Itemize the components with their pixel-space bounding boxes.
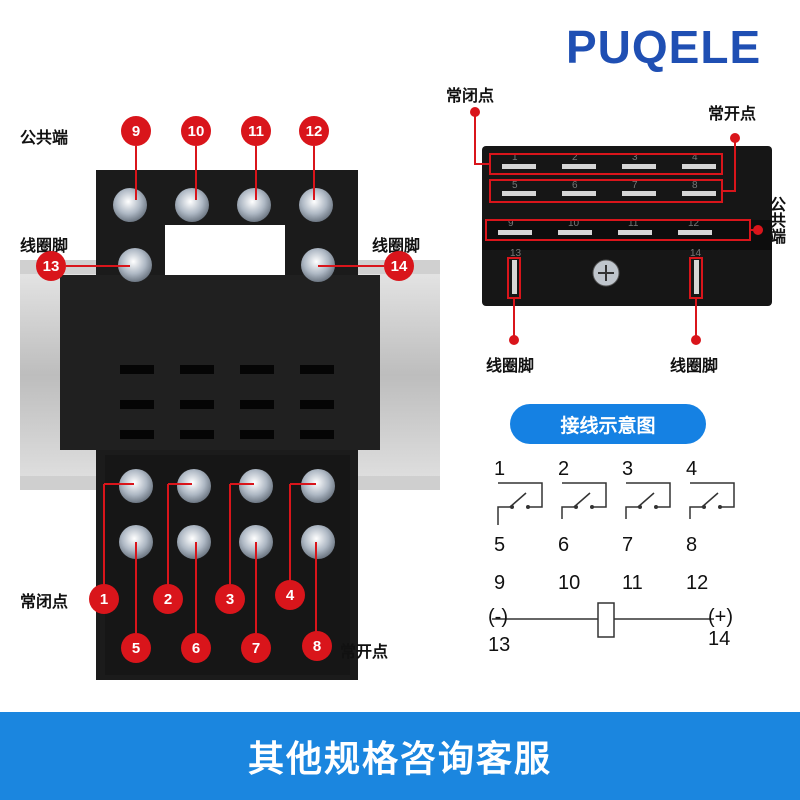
pin-num-13: 13 [510,248,522,259]
wiring-num-4: 4 [686,458,698,480]
wiring-num-7: 7 [622,534,634,556]
pin-num-7: 7 [632,180,638,191]
pin-num-9: 9 [508,218,514,229]
wiring-num-11: 11 [622,572,643,594]
wiring-num-10: 10 [558,572,581,594]
label-common-right: 公共端 [767,196,786,244]
brand-logo: PUQELE [566,21,762,73]
wiring-num-1: 1 [494,458,506,480]
terminal-badge-12: 12 [299,116,329,146]
terminal-badge-2: 2 [153,584,183,614]
label-coil-right-right: 线圈脚 [670,356,719,375]
label-no-left: 常开点 [340,642,389,661]
wiring-num-6: 6 [558,534,570,556]
terminal-badge-10: 10 [181,116,211,146]
coil-num-14: 14 [708,628,731,650]
pin-num-6: 6 [572,180,578,191]
label-coil-right: 线圈脚 [372,236,421,255]
label-nc-right: 常闭点 [446,86,495,105]
wiring-num-2: 2 [558,458,570,480]
contact-group-3 [625,482,671,519]
pin-num-8: 8 [692,180,698,191]
terminal-badge-9: 9 [121,116,151,146]
terminal-badge-6: 6 [181,633,211,663]
label-coil-right-left: 线圈脚 [486,356,535,375]
pin-num-4: 4 [692,152,698,163]
terminal-badge-1: 1 [89,584,119,614]
pin-highlight-boxes [474,112,758,340]
pin-num-11: 11 [628,218,639,229]
contact-group-4 [689,482,735,519]
coil-plus-label: (+) [708,606,733,628]
label-nc-left: 常闭点 [20,592,69,611]
wiring-diagram [492,482,735,638]
wiring-num-8: 8 [686,534,698,556]
pin-num-1: 1 [512,152,518,163]
wiring-num-9: 9 [494,572,506,594]
relay-pin-photo: 1 2 3 4 5 6 7 8 9 10 11 12 13 14 [470,107,772,345]
coil-num-13: 13 [488,634,511,656]
wiring-num-12: 12 [686,572,709,594]
pin-num-10: 10 [568,218,580,229]
terminal-badge-11: 11 [241,116,271,146]
pin-num-2: 2 [572,152,578,163]
pin-num-14: 14 [690,248,702,259]
terminal-badge-4: 4 [275,580,305,610]
pin-num-5: 5 [512,180,518,191]
terminal-badge-14: 14 [384,251,414,281]
terminal-badge-13: 13 [36,251,66,281]
top-terminal-screws [113,188,335,282]
terminal-badge-7: 7 [241,633,271,663]
bottom-terminal-screws [119,469,335,559]
leader-lines [66,146,384,635]
pin-num-3: 3 [632,152,638,163]
wiring-diagram-title: 接线示意图 [510,404,706,444]
terminal-badge-8: 8 [302,631,332,661]
wiring-num-3: 3 [622,458,634,480]
contact-group-2 [561,482,607,519]
footer-banner: 其他规格咨询客服 [0,712,800,800]
label-no-right: 常开点 [708,104,757,123]
terminal-badge-3: 3 [215,584,245,614]
label-common-left: 公共端 [20,128,69,147]
contact-group-1 [497,482,543,525]
pin-num-12: 12 [688,218,700,229]
coil-symbol [492,602,714,638]
label-coil-left: 线圈脚 [20,236,69,255]
terminal-badge-5: 5 [121,633,151,663]
relay-socket-photo [20,146,440,680]
coil-minus-label: (-) [488,606,508,628]
wiring-num-5: 5 [494,534,506,556]
